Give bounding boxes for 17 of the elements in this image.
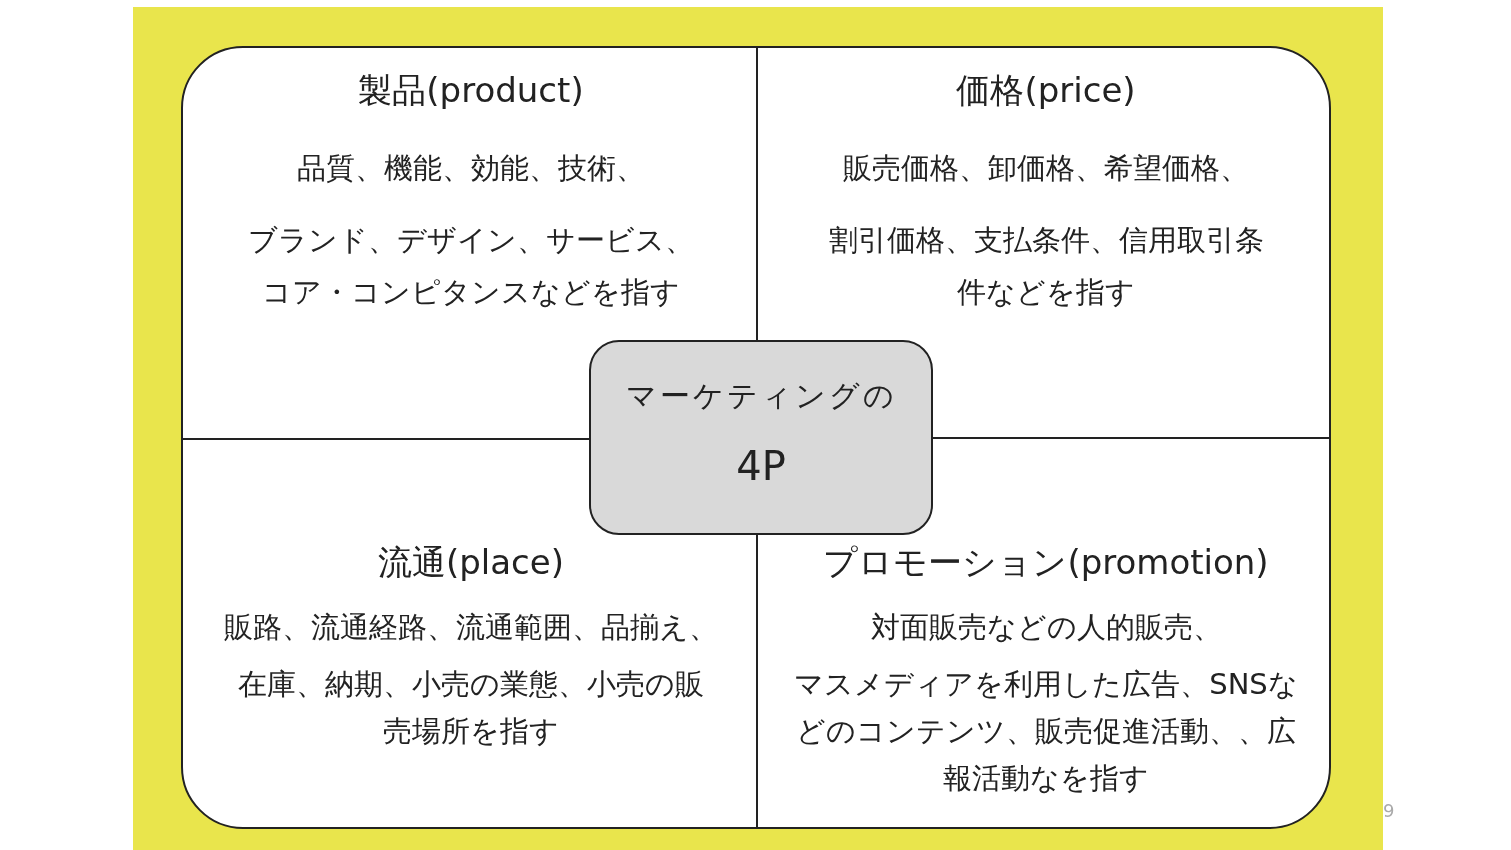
description-text: 販路、流通経路、流通範囲、品揃え、 — [224, 609, 718, 646]
quadrant-heading: プロモーション(promotion) — [823, 541, 1269, 584]
quadrant-heading: 価格(price) — [956, 69, 1136, 112]
center-title: マーケティングの — [625, 378, 897, 413]
center-label: 4P — [736, 443, 786, 489]
description-text: 対面販売などの人的販売、 — [870, 609, 1222, 646]
description-text: 在庫、納期、小売の業態、小売の販売場所を指す — [237, 666, 705, 750]
description-text: ブランド、デザイン、サービス、コア・コンピタンスなどを指す — [247, 222, 695, 311]
page-number: 9 — [1383, 800, 1395, 821]
description-text: 販売価格、卸価格、希望価格、 — [843, 150, 1249, 187]
description-text: 品質、機能、効能、技術、 — [297, 150, 645, 187]
description-text: マスメディアを利用した広告、SNSなどのコンテンツ、販売促進活動、、広報活動なを指す — [793, 666, 1299, 797]
quadrant-heading: 流通(place) — [378, 541, 564, 584]
center-box — [589, 340, 933, 535]
quadrant-heading: 製品(product) — [358, 69, 584, 112]
panel-frame — [181, 46, 1331, 829]
description-text: 割引価格、支払条件、信用取引条件などを指す — [827, 222, 1265, 311]
